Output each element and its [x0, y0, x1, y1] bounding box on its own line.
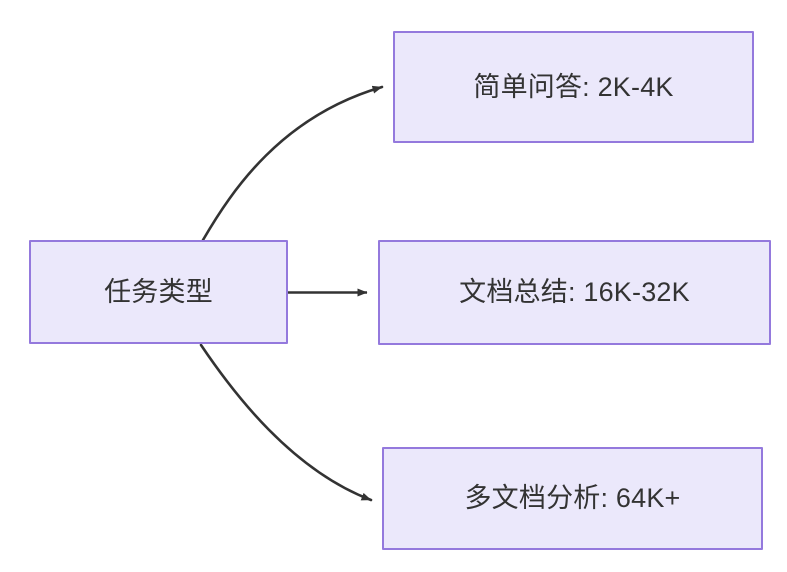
node-doc-summary-label: 文档总结: 16K-32K	[459, 277, 690, 308]
edge-root-to-multi-doc	[199, 343, 373, 502]
node-task-type[interactable]: 任务类型	[29, 240, 288, 344]
node-simple-qa-label: 简单问答: 2K-4K	[473, 71, 674, 102]
node-simple-qa[interactable]: 简单问答: 2K-4K	[393, 31, 754, 143]
node-multi-doc-analysis[interactable]: 多文档分析: 64K+	[382, 447, 763, 550]
node-doc-summary[interactable]: 文档总结: 16K-32K	[378, 240, 771, 345]
node-task-type-label: 任务类型	[104, 276, 213, 307]
node-multi-doc-analysis-label: 多文档分析: 64K+	[464, 483, 681, 514]
edge-root-to-simple-qa	[201, 85, 384, 242]
